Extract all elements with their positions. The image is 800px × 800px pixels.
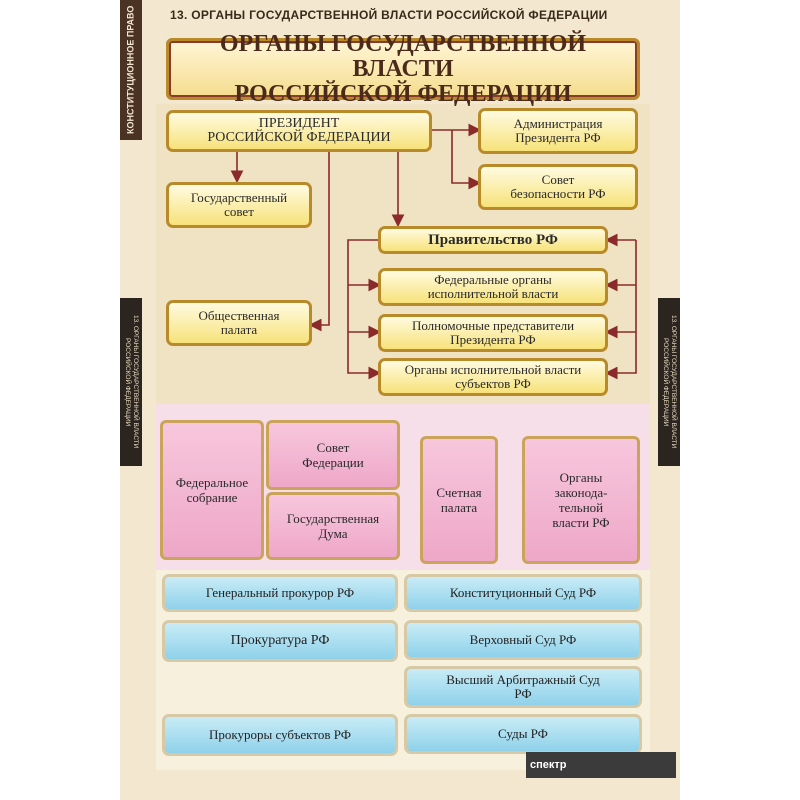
- title-line-1: ОРГАНЫ ГОСУДАРСТВЕННОЙ ВЛАСТИ: [219, 30, 587, 82]
- publisher-logo: спектр: [530, 759, 567, 771]
- federal-assembly-box: Федеральное собрание: [160, 420, 264, 560]
- accounts-chamber-box: Счетная палата: [420, 436, 498, 564]
- subject-band: КОНСТИТУЦИОННОЕ ПРАВО: [120, 0, 142, 140]
- right-side-tab: 13. ОРГАНЫ ГОСУДАРСТВЕННОЙ ВЛАСТИ РОССИЙ…: [658, 298, 680, 466]
- regional-exec-box: Органы исполнительной власти субъектов Р…: [378, 358, 608, 396]
- courts-box: Суды РФ: [404, 714, 642, 754]
- government-box: Правительство РФ: [378, 226, 608, 254]
- regional-legislature-box: Органы законода-тельной власти РФ: [522, 436, 640, 564]
- prosecutor-office-box: Прокуратура РФ: [162, 620, 398, 662]
- president-line-1: ПРЕЗИДЕНТ: [258, 116, 340, 131]
- state-council-box: Государственный совет: [166, 182, 312, 228]
- title-box: ОРГАНЫ ГОСУДАРСТВЕННОЙ ВЛАСТИ РОССИЙСКОЙ…: [166, 31, 640, 106]
- administration-box: Администрация Президента РФ: [478, 108, 638, 154]
- president-line-2: РОССИЙСКОЙ ФЕДЕРАЦИИ: [207, 130, 391, 145]
- left-side-tab: 13. ОРГАНЫ ГОСУДАРСТВЕННОЙ ВЛАСТИ РОССИЙ…: [120, 298, 142, 466]
- supreme-court-box: Верховный Суд РФ: [404, 620, 642, 660]
- constitutional-court-box: Конституционный Суд РФ: [404, 574, 642, 612]
- title-line-2: РОССИЙСКОЙ ФЕДЕРАЦИИ: [234, 80, 572, 107]
- president-box: ПРЕЗИДЕНТ РОССИЙСКОЙ ФЕДЕРАЦИИ: [166, 110, 432, 152]
- public-chamber-box: Общественная палата: [166, 300, 312, 346]
- page-title: ОРГАНЫ ГОСУДАРСТВЕННОЙ ВЛАСТИ РОССИЙСКОЙ…: [169, 30, 637, 107]
- security-council-box: Совет безопасности РФ: [478, 164, 638, 210]
- state-duma-box: Государственная Дума: [266, 492, 400, 560]
- federation-council-box: Совет Федерации: [266, 420, 400, 490]
- poster-header: 13. ОРГАНЫ ГОСУДАРСТВЕННОЙ ВЛАСТИ РОССИЙ…: [170, 8, 608, 22]
- arbitration-court-box: Высший Арбитражный Суд РФ: [404, 666, 642, 708]
- regional-prosecutors-box: Прокуроры субъектов РФ: [162, 714, 398, 756]
- upper-background: [156, 104, 650, 404]
- publisher-footer: спектр: [526, 752, 676, 778]
- federal-exec-box: Федеральные органы исполнительной власти: [378, 268, 608, 306]
- prosecutor-general-box: Генеральный прокурор РФ: [162, 574, 398, 612]
- plenipotentiaries-box: Полномочные представители Президента РФ: [378, 314, 608, 352]
